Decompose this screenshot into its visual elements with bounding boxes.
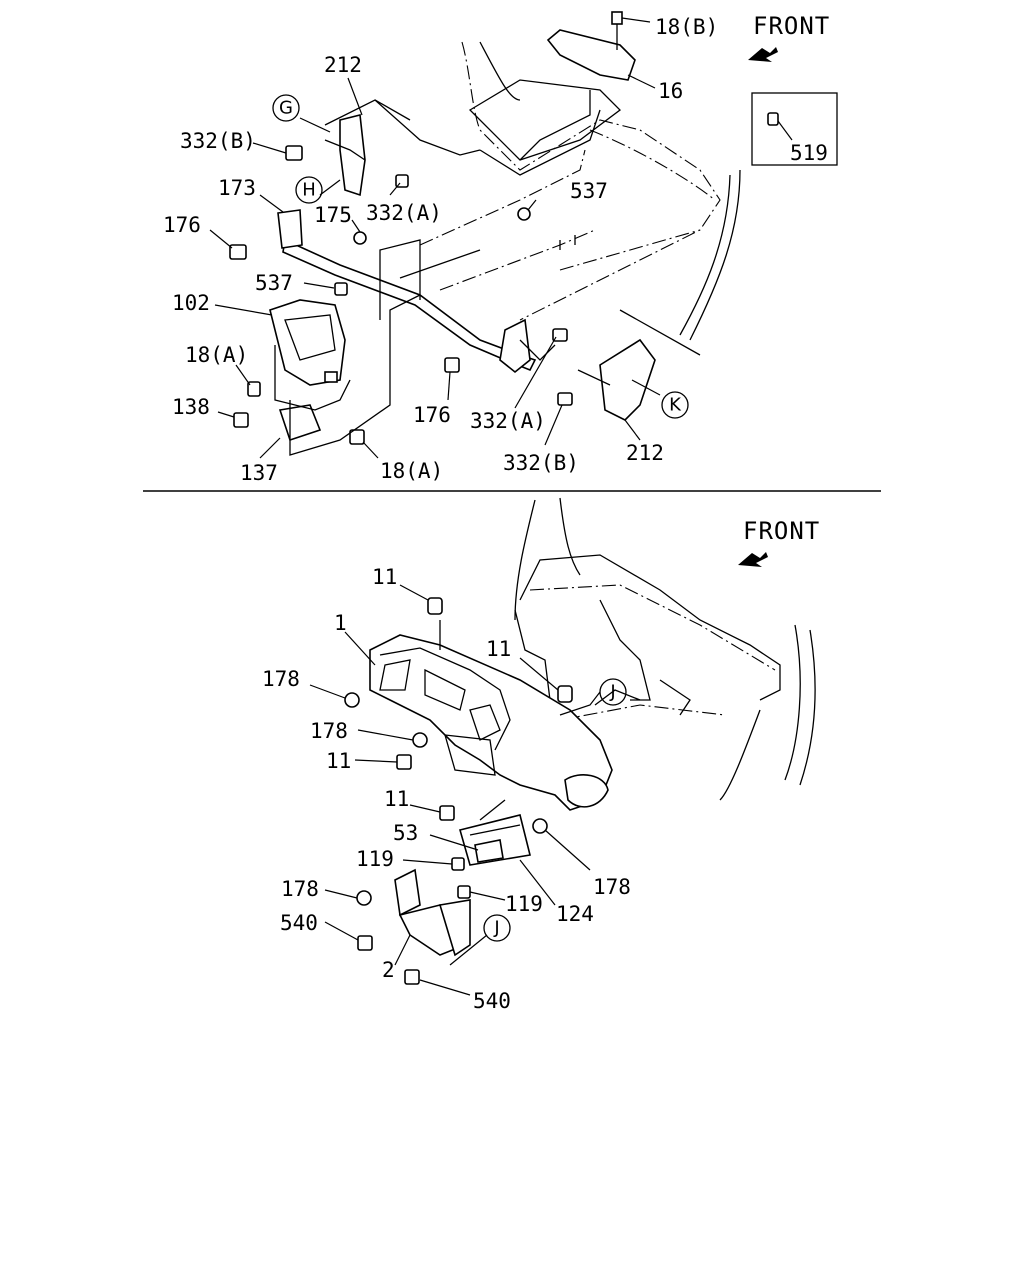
callout-124: 124 — [556, 902, 594, 926]
top-callout-labels: 18(B) 16 212 332(B) 173 175 332(A) 537 1… — [163, 15, 718, 485]
top-fasteners — [229, 145, 573, 445]
callout-18a-left: 18(A) — [185, 343, 248, 367]
bracket-212-bottom — [577, 338, 656, 421]
callout-537-left: 537 — [255, 271, 293, 295]
callout-178-right: 178 — [593, 875, 631, 899]
callout-2: 2 — [382, 958, 395, 982]
callout-119-left: 119 — [356, 847, 394, 871]
callout-332a-top: 332(A) — [366, 201, 442, 225]
callout-137: 137 — [240, 461, 278, 485]
callout-102: 102 — [172, 291, 210, 315]
svg-text:H: H — [302, 180, 316, 201]
callout-11-top: 11 — [372, 565, 397, 589]
instrument-panel-1 — [369, 620, 613, 811]
callout-212-bottom: 212 — [626, 441, 664, 465]
circled-letter-j-bottom: J — [483, 914, 511, 942]
svg-text:K: K — [669, 395, 682, 416]
callout-176-mid: 176 — [413, 403, 451, 427]
callout-176-left: 176 — [163, 213, 201, 237]
circled-letter-h: H — [295, 176, 323, 204]
callout-212-top: 212 — [324, 53, 362, 77]
bracket-16 — [546, 11, 636, 81]
callout-332b-top: 332(B) — [180, 129, 256, 153]
callout-11-lower: 11 — [384, 787, 409, 811]
callout-540-left: 540 — [280, 911, 318, 935]
callout-11-left: 11 — [326, 749, 351, 773]
module-102 — [269, 299, 346, 386]
circled-letter-j-top: J — [599, 678, 627, 706]
callout-332a-bottom: 332(A) — [470, 409, 546, 433]
svg-text:J: J — [493, 918, 499, 939]
inset-box-519: 519 — [751, 92, 838, 166]
callout-178-c: 178 — [281, 877, 319, 901]
callout-119-right: 119 — [505, 892, 543, 916]
front-indicator-top: FRONT — [748, 12, 830, 62]
callout-11-mid: 11 — [486, 637, 511, 661]
front-arrow-icon — [748, 47, 778, 62]
bracket-212-top — [324, 114, 366, 197]
callout-173: 173 — [218, 176, 256, 200]
front-arrow-icon — [738, 552, 768, 567]
callout-178-b: 178 — [310, 719, 348, 743]
bottom-diagram: FRONT — [262, 497, 820, 1013]
svg-text:J: J — [609, 682, 615, 703]
callout-540-bottom: 540 — [473, 989, 511, 1013]
inset-label-519: 519 — [790, 141, 828, 165]
circled-letter-k: K — [661, 391, 689, 419]
top-assembly-outlines — [274, 90, 596, 456]
callout-178-a: 178 — [262, 667, 300, 691]
top-body-outline — [461, 41, 741, 356]
front-indicator-bottom: FRONT — [738, 517, 820, 567]
callout-138: 138 — [172, 395, 210, 419]
circled-letter-g: G — [272, 94, 300, 122]
callout-16: 16 — [658, 79, 683, 103]
bracket-173 — [277, 209, 303, 249]
callout-18a-bottom: 18(A) — [380, 459, 443, 483]
svg-text:G: G — [279, 98, 293, 119]
callout-53: 53 — [393, 821, 418, 845]
top-leaders — [209, 17, 661, 459]
front-label: FRONT — [753, 12, 830, 40]
cross-beam — [282, 238, 537, 374]
bottom-callout-labels: 11 1 11 178 178 11 11 53 119 178 178 119… — [262, 565, 631, 1013]
callout-1: 1 — [334, 611, 347, 635]
front-label: FRONT — [743, 517, 820, 545]
bottom-leaders — [309, 584, 601, 996]
lower-panel-assembly — [394, 799, 531, 957]
top-diagram: 519 FRONT — [163, 11, 838, 485]
callout-537-right: 537 — [570, 179, 608, 203]
callout-18b: 18(B) — [655, 15, 718, 39]
callout-332b-bottom: 332(B) — [503, 451, 579, 475]
callout-175: 175 — [314, 203, 352, 227]
bottom-body-outline — [514, 497, 816, 801]
